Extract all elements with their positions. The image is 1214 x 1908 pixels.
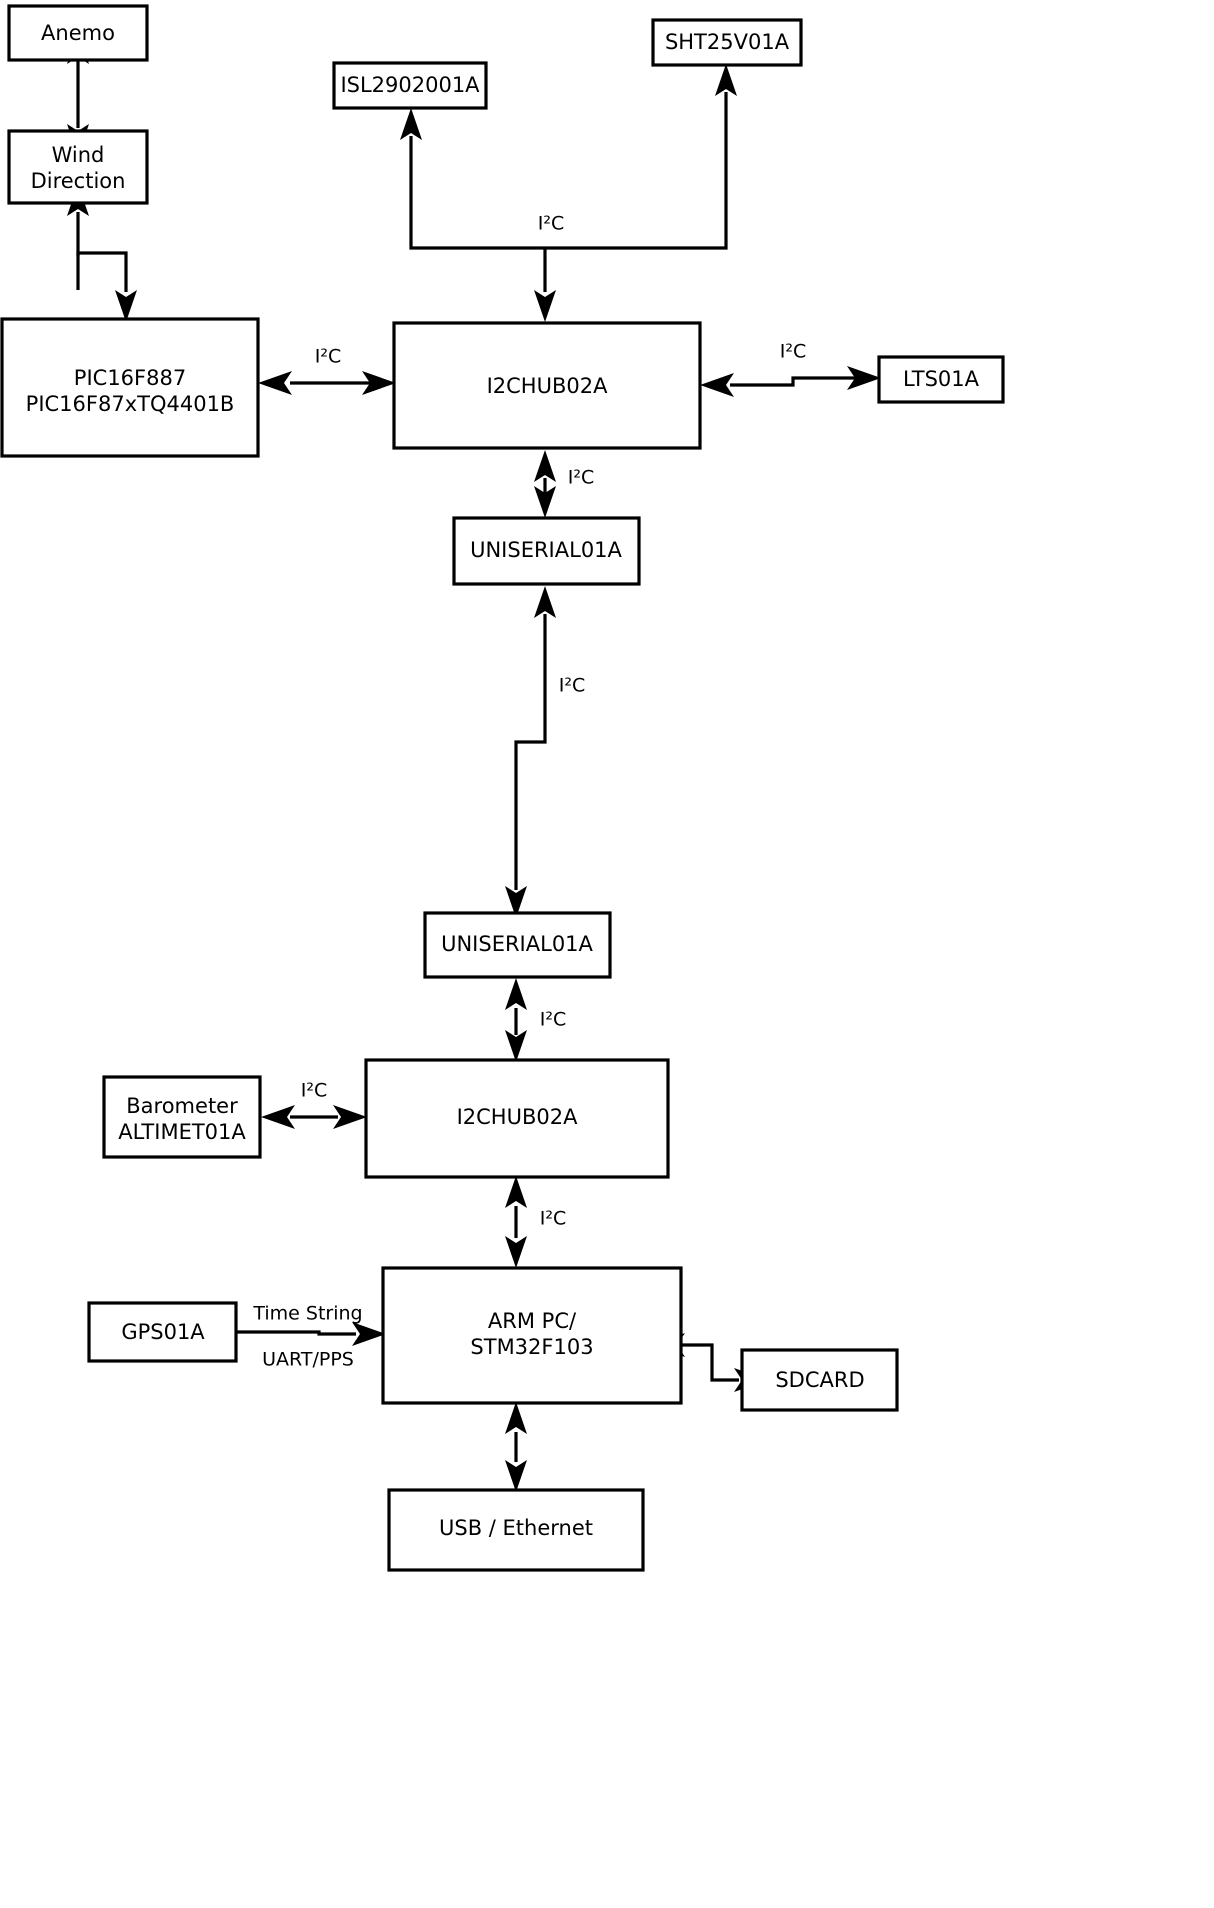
node-anemo-label: Anemo bbox=[41, 21, 115, 45]
node-i2chub02a-top[interactable]: I2CHUB02A bbox=[392, 321, 702, 450]
node-uniserial01a-top[interactable]: UNISERIAL01A bbox=[452, 516, 641, 586]
node-usb-ethernet[interactable]: USB / Ethernet bbox=[387, 1488, 645, 1572]
node-uniserial01a-bottom-box[interactable] bbox=[423, 911, 612, 979]
edge-barometer-i2chub-bottom: I²C bbox=[261, 1080, 367, 1129]
arrow-head-right-icon bbox=[847, 366, 881, 390]
edge-uniserial-bottom-uniserial-top: I²C bbox=[505, 586, 585, 918]
node-lts01a[interactable]: LTS01A bbox=[877, 355, 1005, 404]
node-gps01a-label: GPS01A bbox=[121, 1320, 205, 1344]
node-i2chub02a-bottom-label: I2CHUB02A bbox=[457, 1105, 579, 1129]
edge-label-time-string: Time String bbox=[252, 1303, 362, 1325]
node-barometer[interactable]: Barometer ALTIMET01A bbox=[102, 1075, 262, 1159]
node-wind-direction[interactable]: Wind Direction bbox=[7, 129, 149, 205]
arrow-head-up-icon bbox=[505, 1176, 527, 1208]
edge-i2chub-bottom-arm-pc: I²C bbox=[505, 1176, 566, 1268]
node-uniserial01a-bottom-label: UNISERIAL01A bbox=[441, 932, 593, 956]
edge-label-i2c: I²C bbox=[559, 675, 586, 697]
arrow-head-down-icon bbox=[115, 290, 137, 322]
node-uniserial01a-top-label: UNISERIAL01A bbox=[470, 538, 622, 562]
edge-i2chub-top-sht25v01a bbox=[545, 64, 737, 250]
node-usb-ethernet-box[interactable] bbox=[387, 1488, 645, 1572]
node-wind-direction-label-line2: Direction bbox=[31, 169, 126, 193]
arrow-head-left-icon bbox=[258, 371, 292, 395]
edge-label-i2c: I²C bbox=[780, 341, 807, 363]
node-isl2902001a[interactable]: ISL2902001A bbox=[332, 61, 488, 110]
node-lts01a-box[interactable] bbox=[877, 355, 1005, 404]
arrow-head-right-icon bbox=[352, 1322, 386, 1346]
edge-i2chub-top-trunk: I²C bbox=[534, 213, 565, 322]
edge-label-i2c: I²C bbox=[301, 1080, 328, 1102]
edge-arm-pc-usb-ethernet bbox=[505, 1402, 527, 1492]
node-lts01a-label: LTS01A bbox=[903, 367, 980, 391]
arrow-head-left-icon bbox=[700, 373, 734, 397]
node-gps01a[interactable]: GPS01A bbox=[87, 1301, 238, 1363]
edge-label-i2c: I²C bbox=[538, 213, 565, 235]
arrow-head-up-icon bbox=[715, 64, 737, 96]
arrow-head-up-icon bbox=[400, 108, 422, 140]
node-sht25v01a[interactable]: SHT25V01A bbox=[651, 18, 803, 67]
arrow-head-up-icon bbox=[534, 586, 556, 618]
arrow-head-left-icon bbox=[261, 1105, 295, 1129]
node-sdcard-label: SDCARD bbox=[775, 1368, 864, 1392]
node-sht25v01a-label: SHT25V01A bbox=[665, 30, 790, 54]
arrow-head-down-icon bbox=[505, 886, 527, 918]
arrow-head-right-icon bbox=[362, 371, 396, 395]
arrow-head-up-icon bbox=[534, 450, 556, 482]
node-i2chub02a-bottom-box[interactable] bbox=[364, 1058, 670, 1179]
arrow-head-down-icon bbox=[534, 290, 556, 322]
node-sdcard[interactable]: SDCARD bbox=[740, 1348, 899, 1412]
edge-i2chub-top-uniserial-top: I²C bbox=[534, 450, 594, 518]
node-isl2902001a-box[interactable] bbox=[332, 61, 488, 110]
edge-label-i2c: I²C bbox=[540, 1009, 567, 1031]
node-arm-pc-label-line1: ARM PC/ bbox=[488, 1309, 577, 1333]
edge-uniserial-bottom-i2chub-bottom: I²C bbox=[505, 978, 566, 1062]
arrow-head-right-icon bbox=[333, 1105, 367, 1129]
node-sdcard-box[interactable] bbox=[740, 1348, 899, 1412]
edge-pic-i2chub-top: I²C bbox=[258, 346, 396, 395]
edge-label-uart-pps: UART/PPS bbox=[262, 1349, 354, 1371]
node-barometer-label-line1: Barometer bbox=[126, 1094, 238, 1118]
edge-i2chub-top-lts01a: I²C bbox=[700, 341, 881, 397]
node-wind-direction-box[interactable] bbox=[7, 129, 149, 205]
node-anemo-box[interactable] bbox=[7, 4, 149, 62]
node-uniserial01a-bottom[interactable]: UNISERIAL01A bbox=[423, 911, 612, 979]
node-i2chub02a-bottom[interactable]: I2CHUB02A bbox=[364, 1058, 670, 1179]
edge-label-i2c: I²C bbox=[315, 346, 342, 368]
edge-label-i2c: I²C bbox=[540, 1208, 567, 1230]
node-barometer-label-line2: ALTIMET01A bbox=[118, 1120, 246, 1144]
node-pic16f887[interactable]: PIC16F887 PIC16F87xTQ4401B bbox=[0, 317, 260, 458]
node-gps01a-box[interactable] bbox=[87, 1301, 238, 1363]
node-pic16f887-label-line1: PIC16F887 bbox=[74, 366, 186, 390]
arrow-head-down-icon bbox=[505, 1460, 527, 1492]
node-pic16f887-box[interactable] bbox=[0, 317, 260, 458]
edge-i2chub-top-isl2902001a bbox=[400, 108, 545, 250]
node-pic16f887-label-line2: PIC16F87xTQ4401B bbox=[26, 392, 235, 416]
node-usb-ethernet-label: USB / Ethernet bbox=[439, 1516, 593, 1540]
node-sht25v01a-box[interactable] bbox=[651, 18, 803, 67]
edge-gps01a-arm-pc: Time String UART/PPS bbox=[236, 1303, 386, 1371]
node-anemo[interactable]: Anemo bbox=[7, 4, 149, 62]
node-arm-pc-box[interactable] bbox=[381, 1266, 683, 1405]
arrow-head-up-icon bbox=[505, 1402, 527, 1434]
node-arm-pc-label-line2: STM32F103 bbox=[470, 1335, 593, 1359]
arrow-head-down-icon bbox=[505, 1236, 527, 1268]
node-i2chub02a-top-label: I2CHUB02A bbox=[487, 374, 609, 398]
node-barometer-box[interactable] bbox=[102, 1075, 262, 1159]
node-wind-direction-label-line1: Wind bbox=[52, 143, 105, 167]
arrow-head-down-icon bbox=[505, 1030, 527, 1062]
node-arm-pc[interactable]: ARM PC/ STM32F103 bbox=[381, 1266, 683, 1405]
edge-pic-wind-direction bbox=[67, 184, 137, 322]
arrow-head-up-icon bbox=[505, 978, 527, 1010]
node-isl2902001a-label: ISL2902001A bbox=[340, 73, 480, 97]
edge-label-i2c: I²C bbox=[568, 467, 595, 489]
arrow-head-down-icon bbox=[534, 486, 556, 518]
node-i2chub02a-top-box[interactable] bbox=[392, 321, 702, 450]
node-uniserial01a-top-box[interactable] bbox=[452, 516, 641, 586]
